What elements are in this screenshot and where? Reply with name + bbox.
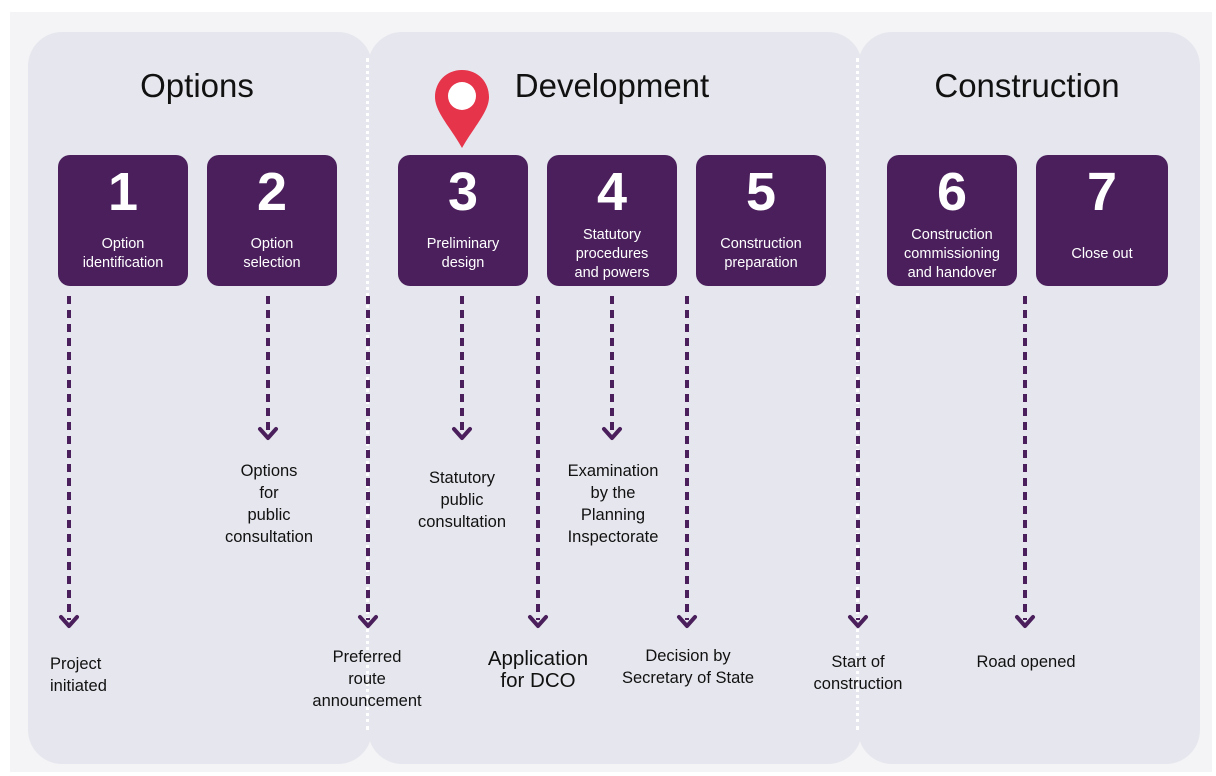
dotted-arrow-down-icon — [450, 296, 474, 442]
step-card-7: 7 Close out — [1036, 155, 1168, 286]
step-card-2: 2 Option selection — [207, 155, 337, 286]
step-label: Close out — [1071, 245, 1133, 262]
development-stage-panel — [368, 32, 862, 764]
milestone-examination: Examination by the Planning Inspectorate — [567, 462, 659, 546]
step-card-6: 6 Construction commissioning and handove… — [887, 155, 1017, 286]
milestone-preferred-route: Preferred route announcement — [312, 648, 422, 710]
step-number: 5 — [745, 162, 777, 222]
dotted-arrow-down-icon — [1013, 296, 1037, 630]
step-card-1: 1 Option identification — [58, 155, 188, 286]
map-pin-icon — [433, 68, 491, 150]
milestone-project-initiated: Project initiated — [50, 655, 107, 695]
step-number: 1 — [107, 162, 139, 222]
step-number: 2 — [256, 162, 288, 222]
step-number: 4 — [596, 162, 628, 222]
milestone-decision: Decision by Secretary of State — [621, 647, 755, 687]
step-label: Preliminary design — [426, 236, 500, 271]
step-label: Statutory procedures and powers — [574, 226, 650, 281]
dotted-arrow-down-icon — [526, 296, 550, 630]
dotted-arrow-down-icon — [600, 296, 624, 442]
milestone-road-opened: Road opened — [976, 653, 1076, 671]
milestone-statutory-consultation: Statutory public consultation — [417, 469, 507, 531]
dotted-arrow-down-icon — [256, 296, 280, 442]
step-label: Construction preparation — [720, 236, 802, 271]
step-card-3: 3 Preliminary design — [398, 155, 528, 286]
options-stage-title: Options — [140, 67, 254, 104]
construction-stage-panel — [858, 32, 1200, 764]
dotted-arrow-down-icon — [846, 296, 870, 630]
milestone-application-dco: Application for DCO — [487, 647, 589, 692]
options-stage-panel — [28, 32, 372, 764]
step-label: Option selection — [243, 236, 301, 271]
milestone-options-consultation: Options for public consultation — [224, 462, 314, 546]
step-card-5: 5 Construction preparation — [696, 155, 826, 286]
construction-stage-title: Construction — [934, 67, 1120, 104]
dotted-arrow-down-icon — [356, 296, 380, 630]
step-number: 6 — [936, 162, 968, 222]
step-card-4: 4 Statutory procedures and powers — [547, 155, 677, 286]
step-label: Option identification — [82, 236, 164, 271]
step-label: Construction commissioning and handover — [904, 226, 1000, 281]
dotted-arrow-down-icon — [57, 296, 81, 630]
development-stage-title: Development — [514, 67, 710, 104]
milestone-start-construction: Start of construction — [813, 653, 903, 693]
step-number: 7 — [1086, 162, 1118, 222]
step-number: 3 — [447, 162, 479, 222]
dotted-arrow-down-icon — [675, 296, 699, 630]
